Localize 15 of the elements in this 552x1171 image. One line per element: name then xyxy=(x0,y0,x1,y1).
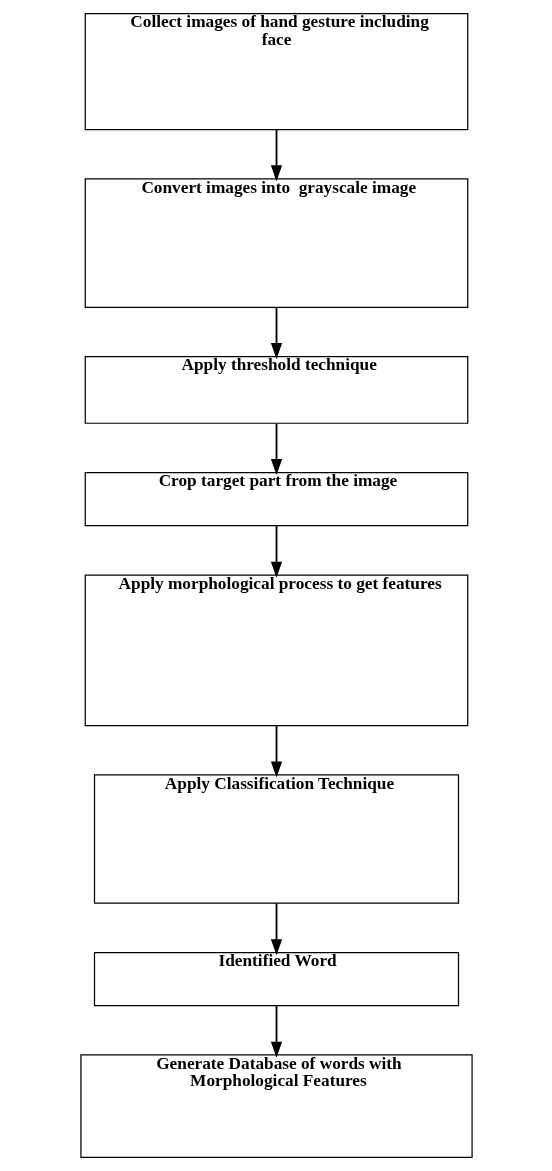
node-box: Crop target part from the image xyxy=(84,472,468,527)
arrow xyxy=(270,525,282,578)
node-box: Apply morphological process to get features xyxy=(84,574,468,727)
arrow xyxy=(270,306,282,360)
node-box: Convert images into grayscale image xyxy=(84,178,468,308)
arrow xyxy=(270,902,282,956)
node-box: Collect images of hand gesture including face xyxy=(84,13,468,131)
node-box: Identified Word xyxy=(93,951,459,1007)
node-box: Apply Classification Technique xyxy=(93,774,459,904)
arrow xyxy=(270,128,282,182)
arrow xyxy=(270,422,282,476)
node-box: Generate Database of words with Morphological Features xyxy=(79,1054,473,1158)
node-box: Apply threshold technique xyxy=(84,356,468,424)
arrow xyxy=(270,724,282,778)
arrow xyxy=(270,1005,282,1058)
